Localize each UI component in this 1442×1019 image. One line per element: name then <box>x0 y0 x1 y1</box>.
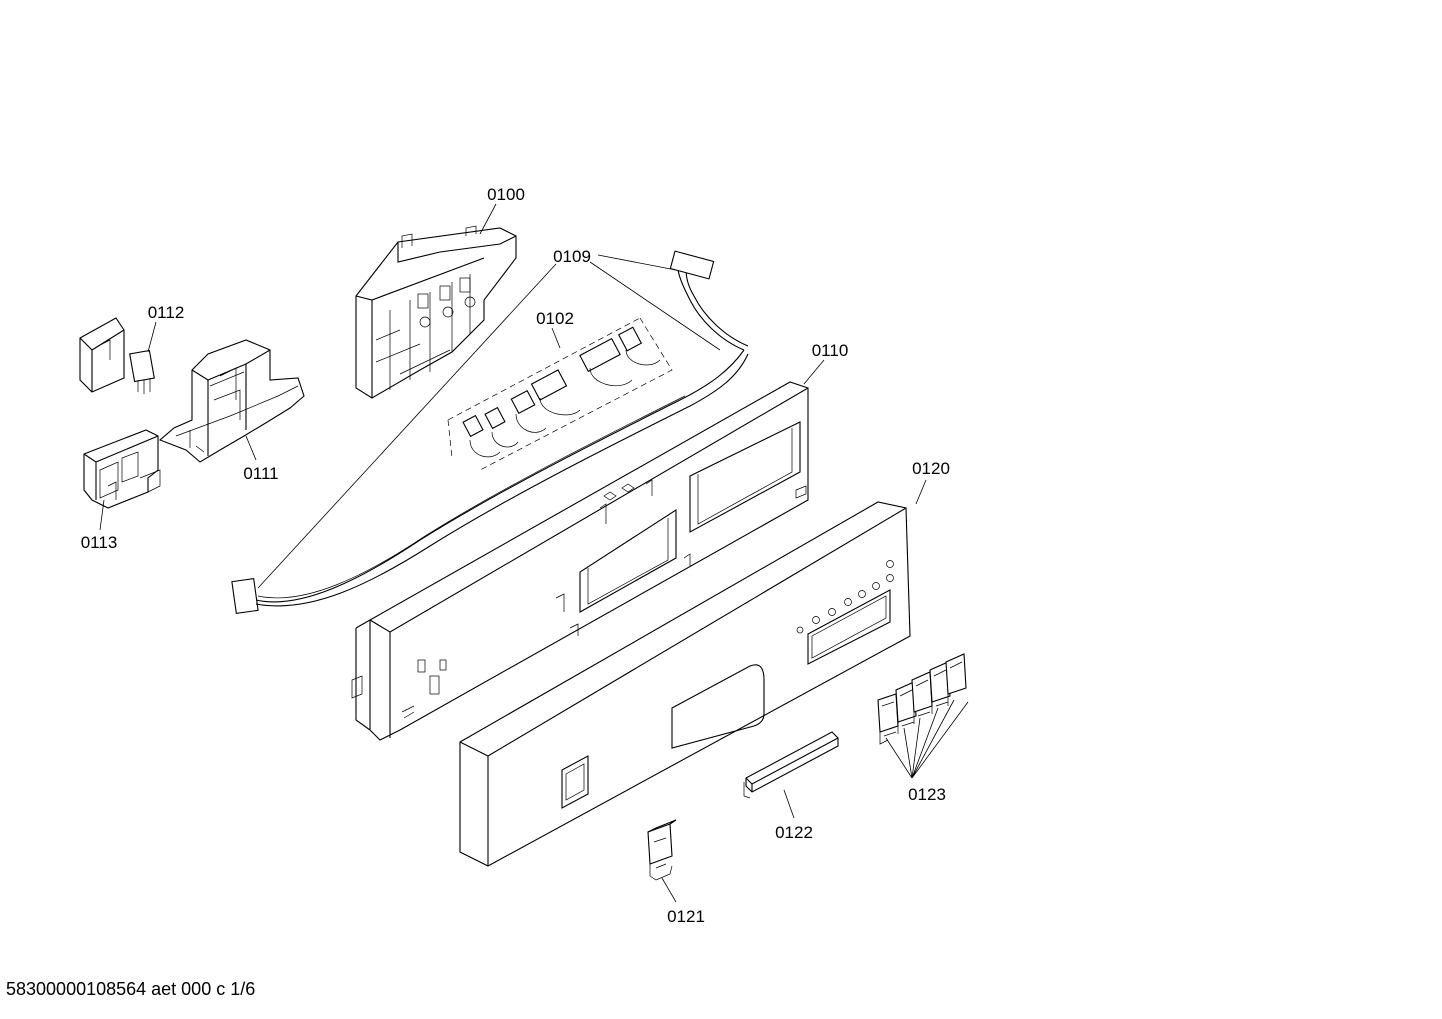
part-labels: 0100 0109 0102 0110 0112 0111 0113 0120 … <box>81 185 950 926</box>
label-0102: 0102 <box>536 309 574 328</box>
label-0113: 0113 <box>81 533 118 552</box>
document-id-footer: 58300000108564 aet 000 c 1/6 <box>6 979 256 999</box>
part-0122-handle-strip[interactable] <box>743 731 839 799</box>
part-0120-front-panel[interactable] <box>459 501 911 867</box>
part-0121-button[interactable] <box>647 819 677 881</box>
label-0122: 0122 <box>775 823 813 842</box>
label-0100: 0100 <box>487 185 525 204</box>
part-0111-switch-bracket[interactable] <box>158 339 305 463</box>
part-0110-panel-carrier[interactable] <box>351 381 809 741</box>
part-0113-switch[interactable] <box>83 429 161 509</box>
label-0121: 0121 <box>667 907 705 926</box>
label-0120: 0120 <box>912 459 950 478</box>
part-0109-wiring-harness[interactable] <box>231 250 749 614</box>
part-0100-control-module[interactable] <box>355 225 517 399</box>
label-0112: 0112 <box>148 303 185 322</box>
label-0110: 0110 <box>812 341 849 360</box>
part-0102-connectors[interactable] <box>447 317 673 471</box>
leader-lines <box>99 203 969 903</box>
part-0112-cover[interactable] <box>79 317 155 394</box>
label-0109: 0109 <box>553 247 591 266</box>
label-0123: 0123 <box>908 785 946 804</box>
label-0111: 0111 <box>243 464 278 483</box>
part-0123-push-buttons[interactable] <box>877 653 967 745</box>
